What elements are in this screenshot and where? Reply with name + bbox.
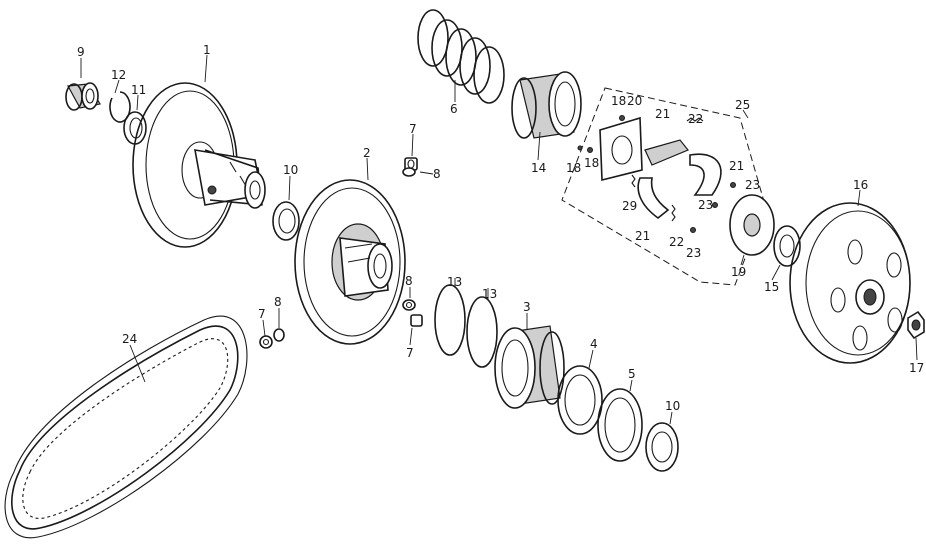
callout-17: 17 <box>909 361 924 375</box>
callout-8-left: 8 <box>274 295 282 309</box>
callout-19: 19 <box>731 265 746 279</box>
callout-7-upper: 7 <box>409 122 417 136</box>
callout-9: 9 <box>77 45 85 59</box>
part-10-seal-ring-lower <box>645 422 679 472</box>
callout-3: 3 <box>523 300 531 314</box>
callout-5: 5 <box>628 367 636 381</box>
part-17-nut <box>907 310 925 340</box>
part-1-driven-face <box>132 82 266 248</box>
part-12-circlip <box>109 91 131 123</box>
callout-6: 6 <box>450 102 458 116</box>
part-14-spring-seat <box>511 71 582 139</box>
callout-15: 15 <box>764 280 779 294</box>
callout-10-lower: 10 <box>665 399 680 413</box>
callout-7-left: 7 <box>258 307 266 321</box>
callout-23-a: 23 <box>745 178 760 192</box>
callout-10-upper: 10 <box>283 163 298 177</box>
callout-labels: 1 9 12 11 10 2 7 8 6 14 18 20 25 21 22 1… <box>77 43 924 413</box>
callout-18-left: 18 <box>566 161 581 175</box>
part-2-movable-face <box>294 179 406 345</box>
callout-23-c: 23 <box>686 246 701 260</box>
callout-18-mid: 18 <box>584 156 599 170</box>
callout-22-top: 22 <box>688 112 703 126</box>
part-13-o-ring-b <box>466 296 498 368</box>
callout-7-mid: 7 <box>406 346 414 360</box>
callout-13-b: 13 <box>482 287 497 301</box>
part-15-washer <box>773 225 801 267</box>
part-6-spring <box>417 9 505 104</box>
part-24-drive-belt <box>4 315 248 539</box>
part-7-guide-pin-mid <box>410 314 423 327</box>
callout-21-top: 21 <box>655 107 670 121</box>
callout-4: 4 <box>590 337 598 351</box>
callout-24: 24 <box>122 332 137 346</box>
part-9-bearing-sleeve <box>65 82 101 111</box>
part-8-roller-upper <box>402 167 416 177</box>
callout-11: 11 <box>131 83 146 97</box>
callout-20: 20 <box>627 94 642 108</box>
callout-13-a: 13 <box>447 275 462 289</box>
leader-lines <box>80 54 918 425</box>
part-3-collar <box>494 325 565 409</box>
callout-25: 25 <box>735 98 750 112</box>
part-4-washer <box>557 365 603 435</box>
callout-12: 12 <box>111 68 126 82</box>
callout-21-right: 21 <box>729 159 744 173</box>
part-10-seal-ring-upper <box>272 201 300 241</box>
callout-16: 16 <box>853 178 868 192</box>
part-5-washer <box>597 388 643 462</box>
callout-22-bottom: 22 <box>669 235 684 249</box>
callout-29: 29 <box>622 199 637 213</box>
callout-18-top: 18 <box>611 94 626 108</box>
callout-2: 2 <box>363 146 371 160</box>
callout-14: 14 <box>531 161 546 175</box>
callout-23-b: 23 <box>698 198 713 212</box>
callout-21-bottom: 21 <box>635 229 650 243</box>
callout-1: 1 <box>203 43 211 57</box>
part-7-8-pins-left <box>259 328 285 349</box>
part-13-o-ring-a <box>434 284 466 356</box>
part-16-clutch-bell <box>789 202 911 364</box>
part-25-clutch-assembly <box>561 87 775 286</box>
callout-8-upper: 8 <box>433 167 441 181</box>
callout-8-mid: 8 <box>405 274 413 288</box>
part-8-roller-mid <box>402 299 416 311</box>
